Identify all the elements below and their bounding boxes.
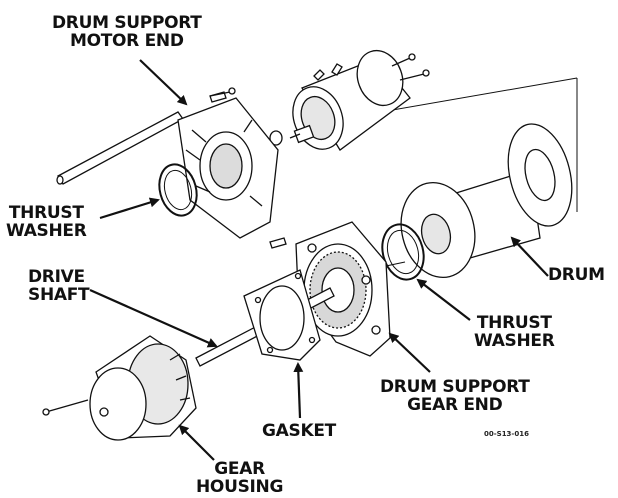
- drum-part: [400, 123, 573, 279]
- motor-part: [289, 49, 430, 151]
- label-drive-shaft-line2: SHAFT: [28, 285, 90, 305]
- label-drive-shaft-line1: DRIVE: [28, 267, 85, 287]
- arrow-thrust-washer-right: [416, 278, 471, 321]
- label-thrust-washer-right-line1: THRUST: [476, 313, 552, 333]
- label-thrust-washer-right-line2: WASHER: [474, 331, 555, 351]
- gasket-part: [243, 269, 321, 361]
- reference-code: 00-S13-016: [484, 430, 529, 438]
- label-drum: DRUM: [548, 266, 605, 284]
- arrow-gear-housing: [178, 424, 215, 461]
- drum-support-gear-end-part: [269, 221, 391, 357]
- arrow-drive-shaft: [89, 288, 218, 348]
- label-drum-text: DRUM: [548, 265, 605, 285]
- label-drum-support-gear-end: DRUM SUPPORT GEAR END: [380, 378, 530, 414]
- small-ring-part: [269, 130, 283, 146]
- label-gasket: GASKET: [262, 422, 336, 440]
- thrust-washer-right-part: [381, 223, 425, 281]
- label-drum-support-motor-end: DRUM SUPPORT MOTOR END: [52, 14, 202, 50]
- label-gear-housing: GEAR HOUSING: [196, 460, 283, 496]
- arrow-drum: [510, 236, 549, 277]
- arrow-drum-support-gear-end: [388, 332, 431, 373]
- bolts-part: [209, 87, 236, 97]
- label-drum-support-motor-end-line1: DRUM SUPPORT: [52, 13, 202, 33]
- drum-support-motor-end-part: [177, 91, 279, 239]
- label-thrust-washer-left-line2: WASHER: [6, 221, 87, 241]
- arrow-drum-support-motor-end: [139, 59, 188, 106]
- gear-housing-part: [42, 335, 197, 441]
- label-thrust-washer-left-line1: THRUST: [8, 203, 84, 223]
- label-gear-housing-line1: GEAR: [214, 459, 265, 479]
- label-drum-support-gear-end-line2: GEAR END: [407, 395, 503, 415]
- thrust-washer-left-part: [158, 163, 198, 217]
- label-thrust-washer-right: THRUST WASHER: [474, 314, 555, 350]
- label-drum-support-motor-end-line2: MOTOR END: [69, 31, 184, 51]
- leader-arrows: [89, 59, 549, 461]
- arrow-gasket: [293, 362, 304, 419]
- label-gasket-text: GASKET: [262, 421, 336, 441]
- arrow-thrust-washer-left: [99, 197, 160, 220]
- label-drum-support-gear-end-line1: DRUM SUPPORT: [380, 377, 530, 397]
- label-gear-housing-line2: HOUSING: [196, 477, 284, 497]
- label-thrust-washer-left: THRUST WASHER: [6, 204, 87, 240]
- upper-rod-part: [56, 111, 184, 185]
- label-drive-shaft: DRIVE SHAFT: [28, 267, 90, 305]
